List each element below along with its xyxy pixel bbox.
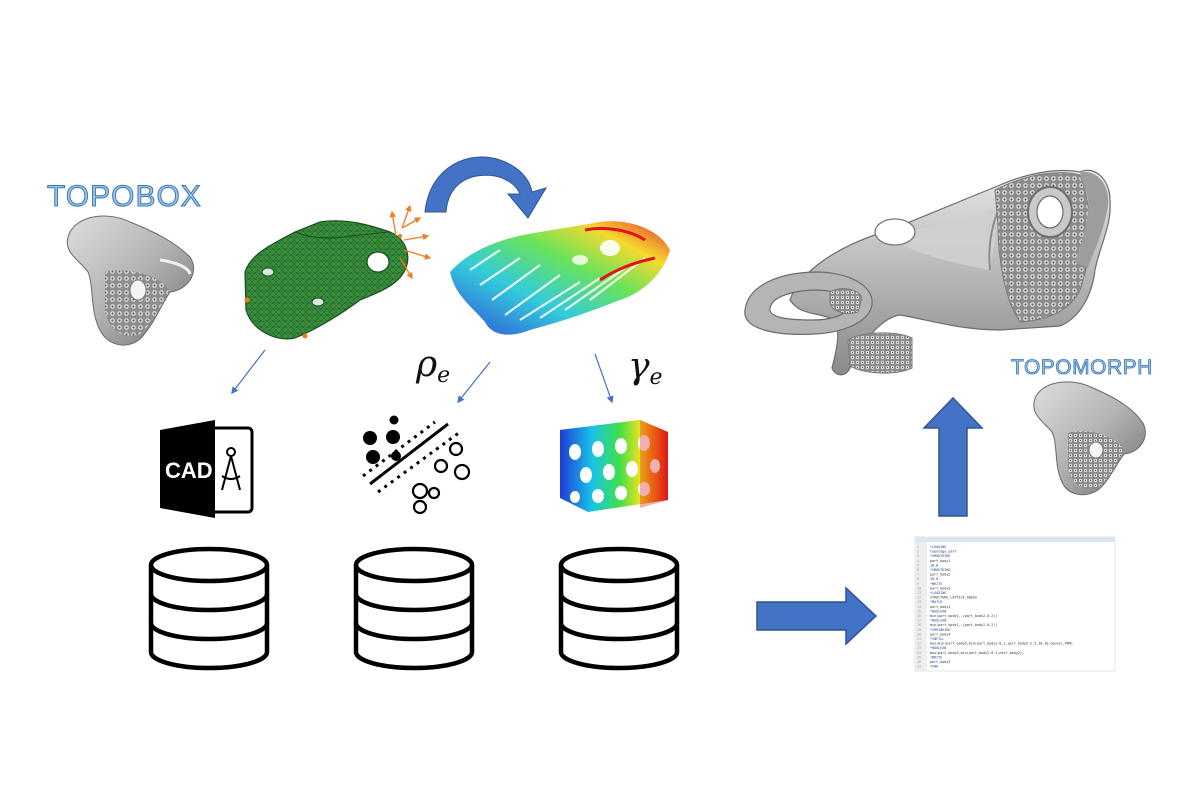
script-line-number: 20 <box>917 632 921 636</box>
script-line-number: 19 <box>917 628 921 632</box>
gamma-e-label: γe <box>628 346 663 390</box>
script-line-number: 15 <box>917 609 921 613</box>
script-line: part_body2 <box>930 586 950 590</box>
curved-process-arrow <box>424 156 548 219</box>
script-line-number: 16 <box>917 614 921 618</box>
script-line: max(part_body3,min(part_body2-0.1,part_b… <box>930 651 1024 655</box>
script-line-number: 25 <box>917 655 921 659</box>
block-arrow-up <box>922 396 984 517</box>
script-line-number: 8 <box>917 577 919 581</box>
script-line: part_body1 <box>930 559 950 563</box>
stress-heatmap-icon <box>450 221 670 335</box>
script-line: *BOOLEAN <box>930 619 946 623</box>
script-line: *SMOOTHING <box>930 568 950 572</box>
script-line: part_body4 <box>930 632 950 636</box>
script-line: *MATCH <box>930 600 942 604</box>
script-line: min(part_body1,-(part_body2-0.2)) <box>930 614 997 618</box>
script-line: min(part_body1,-(part_body2-0.2)) <box>930 623 997 627</box>
script-line: *LOADING <box>930 591 946 595</box>
script-line-number: 14 <box>917 605 921 609</box>
script-line: part_body2 <box>930 573 950 577</box>
script-line: STRUCTURE_LATTICE_AREAS <box>930 596 977 600</box>
arrow-to-classification <box>457 361 491 404</box>
script-line-number: 5 <box>917 563 919 567</box>
script-line: part_body5 <box>930 660 950 664</box>
script-line: *BOOLEAN <box>930 609 946 613</box>
script-line: *END <box>930 665 938 669</box>
script-line: *SHRINKING <box>930 628 950 632</box>
lattice-bracket-icon <box>744 169 1111 376</box>
script-line: *LOADING <box>930 545 946 549</box>
script-lines: 1 *LOADING 2 topology_part 3 *SMOOTHING 4 par… <box>917 545 1073 669</box>
script-line: part_body2 <box>930 605 950 609</box>
script-line: *SMOOTHING <box>930 554 950 558</box>
script-line-number: 11 <box>917 591 921 595</box>
script-line-number: 7 <box>917 573 919 577</box>
cad-logo-text: CAD <box>165 458 213 483</box>
script-line-number: 1 <box>917 545 919 549</box>
cad-document-icon: CAD <box>160 420 254 518</box>
script-line: topology_part <box>930 550 957 554</box>
arrow-to-cad <box>231 349 266 395</box>
script-line-number: 2 <box>917 550 919 554</box>
script-line: *WRITE <box>930 582 942 586</box>
gyroid-lattice-icon <box>560 420 668 512</box>
script-line: 10.0 <box>930 577 938 581</box>
database-icon-density <box>353 546 475 671</box>
arrow-to-lattice <box>594 353 614 404</box>
script-line-number: 4 <box>917 559 919 563</box>
script-line-number: 6 <box>917 568 919 572</box>
script-line: *WRITE <box>930 655 942 659</box>
database-icon-cad <box>148 546 270 671</box>
fem-mesh-icon <box>244 204 432 340</box>
script-line-number: 23 <box>917 646 921 650</box>
topomorph-label: TOPOMORPH <box>1011 356 1153 379</box>
script-line-number: 27 <box>917 665 921 669</box>
script-line-number: 17 <box>917 619 921 623</box>
block-arrow-right <box>756 586 878 646</box>
topobox-label: TOPOBOX <box>47 180 202 213</box>
script-line: 10.0 <box>930 563 938 567</box>
script-line: max(min(part_body3,min(part_body2-0.1,pa… <box>930 642 1073 646</box>
topobox-part-icon <box>66 215 195 346</box>
script-line-number: 22 <box>917 642 921 646</box>
script-line-number: 12 <box>917 596 921 600</box>
script-line: *BOOLEAN <box>930 646 946 650</box>
topomorph-part-icon <box>1033 381 1146 496</box>
rho-e-label: ρe <box>415 344 450 388</box>
script-line-number: 26 <box>917 660 921 664</box>
script-line-number: 9 <box>917 582 919 586</box>
script-line-number: 3 <box>917 554 919 558</box>
scatter-classification-icon <box>362 415 471 515</box>
text-file-icon: 1 *LOADING 2 topology_part 3 *SMOOTHING 4 par… <box>914 536 1116 672</box>
script-line-number: 13 <box>917 600 921 604</box>
script-line-number: 21 <box>917 637 921 641</box>
script-line: *INFILL <box>930 637 944 641</box>
script-line-number: 10 <box>917 586 921 590</box>
script-line-number: 24 <box>917 651 921 655</box>
database-icon-lattice <box>558 546 680 671</box>
script-line-number: 18 <box>917 623 921 627</box>
